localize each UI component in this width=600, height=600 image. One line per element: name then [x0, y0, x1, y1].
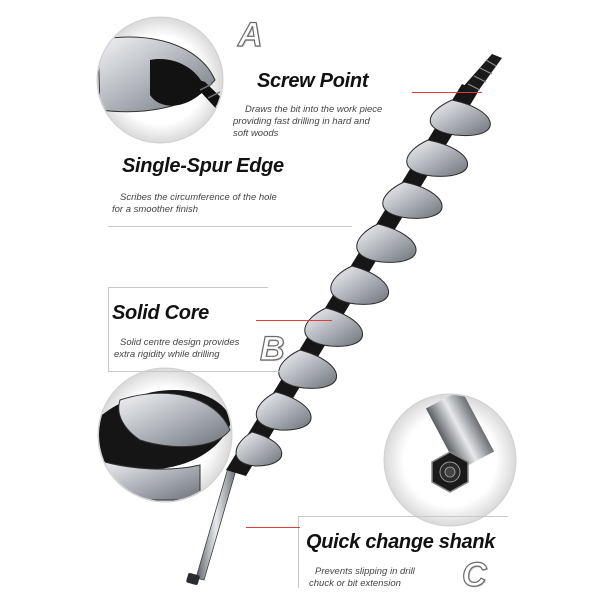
- divider-solid-core-side: [108, 287, 109, 371]
- divider-single-spur: [108, 226, 352, 227]
- divider-solid-core-bottom: [108, 371, 288, 372]
- pointer-screw-point: [412, 92, 482, 93]
- pointer-solid-core: [256, 320, 332, 321]
- heading-screw-point: Screw Point: [257, 70, 369, 92]
- desc-single-spur-edge: Scribes the circumference of the hole fo…: [112, 192, 277, 216]
- desc-quick-change-line-1: Prevents slipping in drill: [315, 566, 415, 577]
- desc-screw-point-line-1: Draws the bit into the work piece: [245, 104, 383, 115]
- label-letter-a: A: [237, 15, 263, 54]
- heading-quick-change-shank: Quick change shank: [306, 531, 496, 553]
- desc-single-spur-line-1: Scribes the circumference of the hole: [120, 192, 277, 203]
- desc-quick-change-shank: Prevents slipping in drill chuck or bit …: [309, 566, 415, 590]
- divider-quick-change-side: [298, 516, 299, 588]
- pointer-quick-change: [246, 527, 300, 528]
- screw-tip: [462, 54, 502, 94]
- heading-single-spur-edge: Single-Spur Edge: [122, 155, 284, 177]
- detail-circle-flute: [97, 367, 233, 503]
- spiral-flutes: [235, 99, 491, 467]
- detail-circle-screw-point: [96, 16, 224, 144]
- divider-quick-change-top: [298, 516, 508, 517]
- desc-solid-core: Solid centre design provides extra rigid…: [114, 337, 239, 361]
- desc-screw-point-line-2: providing fast drilling in hard and: [233, 116, 370, 127]
- detail-circle-shank: [383, 393, 517, 527]
- desc-solid-core-line-2: extra rigidity while drilling: [114, 349, 220, 360]
- label-letter-c: C: [461, 555, 487, 594]
- divider-solid-core-top: [108, 287, 268, 288]
- heading-solid-core: Solid Core: [112, 302, 210, 324]
- shank: [186, 467, 237, 585]
- desc-screw-point: Draws the bit into the work piece provid…: [233, 104, 382, 140]
- label-letter-b: B: [259, 329, 285, 368]
- desc-single-spur-line-2: for a smoother finish: [112, 204, 199, 215]
- desc-solid-core-line-1: Solid centre design provides: [120, 337, 240, 348]
- desc-screw-point-line-3: soft woods: [233, 128, 279, 139]
- desc-quick-change-line-2: chuck or bit extension: [309, 578, 401, 589]
